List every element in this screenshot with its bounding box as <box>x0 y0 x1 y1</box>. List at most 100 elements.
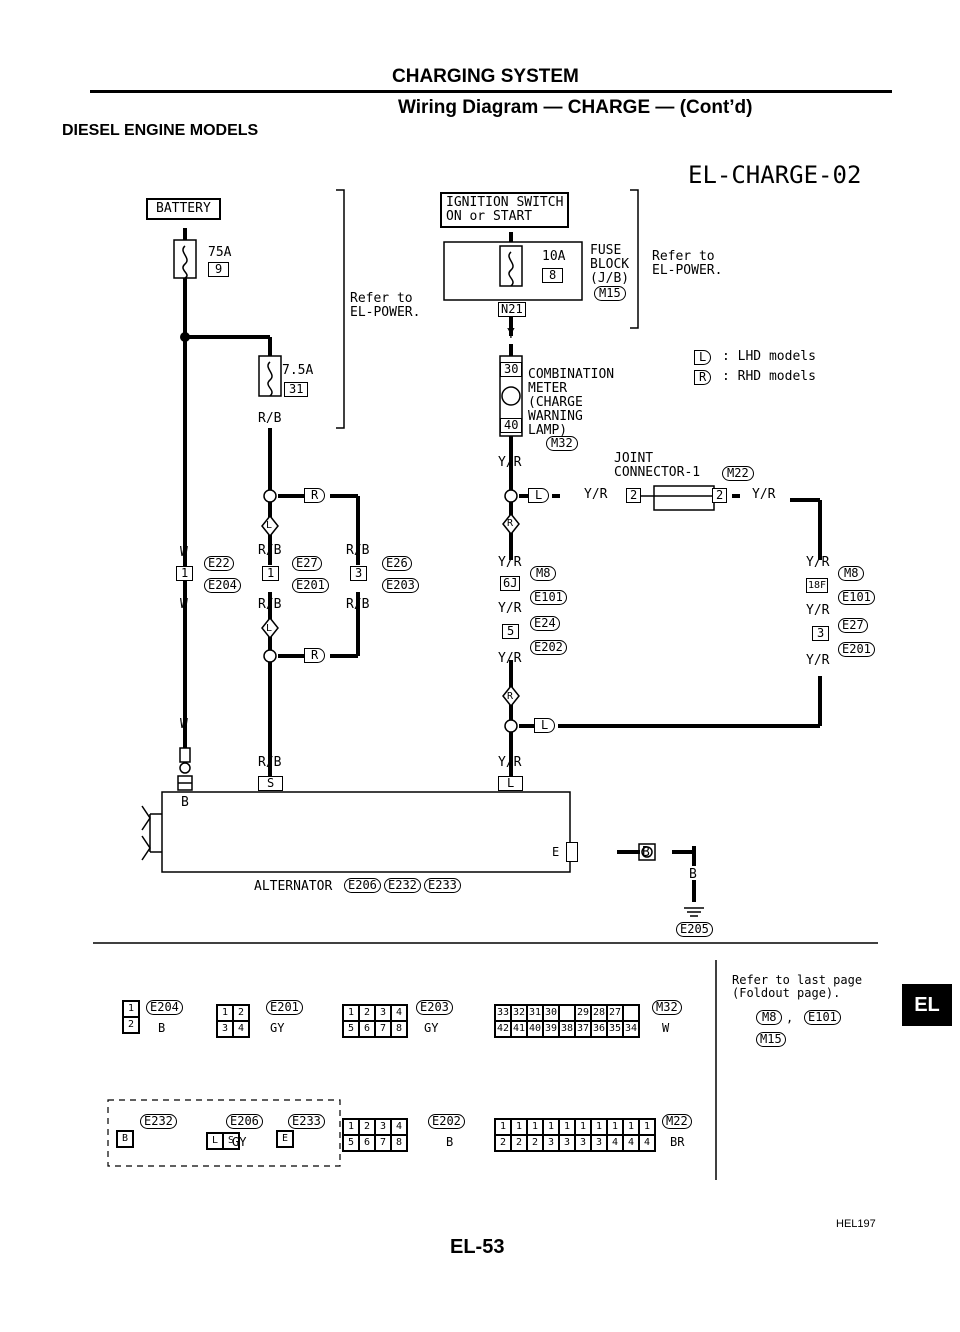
marker-l-1: L <box>266 520 273 531</box>
connector-pin: 40 <box>527 1021 543 1037</box>
connector-pin: 1 <box>591 1119 607 1135</box>
legend-lhd-symbol: L <box>694 350 712 365</box>
connector-pin: 4 <box>639 1135 655 1151</box>
face-m32-color: W <box>662 1021 670 1035</box>
pin-6j: 6J <box>500 576 521 591</box>
alt-conn-e206: E206 <box>344 878 381 893</box>
face-e203-color: GY <box>424 1021 439 1035</box>
conn-e101-b: E101 <box>838 590 875 605</box>
connector-pin: 7 <box>375 1021 391 1037</box>
connector-pin: 8 <box>391 1021 407 1037</box>
conn-e201-b: E201 <box>838 642 875 657</box>
connector-pin: 1 <box>343 1005 359 1021</box>
wire-yr-6: Y/R <box>806 653 830 668</box>
face-grid-e233: E <box>276 1130 294 1148</box>
fuse-block-label: FUSE BLOCK (J/B) <box>590 243 630 286</box>
pin-30: 30 <box>500 362 523 377</box>
wire-rb-1: R/B <box>258 411 282 426</box>
section-title: CHARGING SYSTEM <box>392 66 579 87</box>
footer-refer-note: Refer to last page (Foldout page). <box>732 973 863 1000</box>
pin-5: 5 <box>502 624 520 639</box>
marker-r-2: R <box>304 648 326 663</box>
connector-pin: 37 <box>575 1021 591 1037</box>
joint-pin-2b: 2 <box>712 488 728 503</box>
connector-pin: 1 <box>123 1001 139 1017</box>
wire-yr-5: Y/R <box>806 603 830 618</box>
connector-pin: 27 <box>607 1005 623 1021</box>
wire-yr-joint-out: Y/R <box>752 487 776 502</box>
connector-pin: 2 <box>527 1135 543 1151</box>
wire-rb-2: R/B <box>258 543 282 558</box>
joint-pin-2a: 2 <box>626 488 642 503</box>
connector-pin: S <box>223 1133 239 1149</box>
connector-pin: 2 <box>233 1005 249 1021</box>
connector-pin: 4 <box>233 1021 249 1037</box>
connector-pin: 2 <box>495 1135 511 1151</box>
figure-code: HEL197 <box>836 1218 876 1230</box>
connector-pin: 42 <box>495 1021 511 1037</box>
n21-connector: N21 <box>498 302 526 317</box>
diagram-code: EL-CHARGE-02 <box>688 161 862 189</box>
fuse-block-connector: M15 <box>594 286 626 301</box>
refer-left: Refer to EL-POWER. <box>350 291 421 320</box>
connector-pin: 1 <box>495 1119 511 1135</box>
face-e202: E202 <box>428 1114 465 1129</box>
connector-pin <box>623 1005 639 1021</box>
connector-pin: 34 <box>623 1021 639 1037</box>
battery-box: BATTERY <box>146 198 221 220</box>
header-rule <box>90 90 892 93</box>
face-e233: E233 <box>288 1114 325 1129</box>
wire-yr-4: Y/R <box>806 555 830 570</box>
wire-yr-2: Y/R <box>498 601 522 616</box>
face-e204: E204 <box>146 1000 183 1015</box>
connector-pin: 5 <box>343 1021 359 1037</box>
connector-pin: 1 <box>623 1119 639 1135</box>
connector-pin: 4 <box>607 1135 623 1151</box>
section-tab-el: EL <box>902 984 952 1026</box>
fuse-75a-label: 75A <box>208 245 232 260</box>
conn-e27: E27 <box>292 556 322 571</box>
connector-pin: 4 <box>623 1135 639 1151</box>
wire-yr-alt: Y/R <box>498 755 522 770</box>
connector-pin: 1 <box>559 1119 575 1135</box>
connector-pin: 35 <box>607 1021 623 1037</box>
connector-pin: 36 <box>591 1021 607 1037</box>
connector-pin: B <box>117 1131 133 1147</box>
conn-e22: E22 <box>204 556 234 571</box>
wire-yr-3: Y/R <box>498 651 522 666</box>
conn-e101-a: E101 <box>530 590 567 605</box>
conn-e27-b: E27 <box>838 618 868 633</box>
wire-w-2: W <box>180 597 188 612</box>
connector-pin: 30 <box>543 1005 559 1021</box>
connector-pin: 3 <box>559 1135 575 1151</box>
marker-l-3: L <box>534 718 556 733</box>
connector-pin: 32 <box>511 1005 527 1021</box>
alt-conn-e233: E233 <box>424 878 461 893</box>
ground-connector: E205 <box>676 922 713 937</box>
conn-e24: E24 <box>530 616 560 631</box>
ignition-switch-box: IGNITION SWITCH ON or START <box>440 192 570 228</box>
connector-pin: 1 <box>217 1005 233 1021</box>
connector-pin: 1 <box>639 1119 655 1135</box>
connector-pin: 6 <box>359 1135 375 1151</box>
legend-rhd: : RHD models <box>722 369 816 384</box>
wire-yr-joint-in: Y/R <box>584 487 608 502</box>
pin-40: 40 <box>500 418 523 433</box>
conn-e203: E203 <box>382 578 419 593</box>
footer-ref-e101: E101 <box>804 1010 841 1025</box>
fuse-7-5a-label: 7.5A <box>282 363 314 378</box>
connector-pin: 2 <box>123 1017 139 1033</box>
connector-pin: 6 <box>359 1021 375 1037</box>
connector-pin: 3 <box>591 1135 607 1151</box>
wire-y: Y <box>507 327 515 342</box>
connector-pin: 39 <box>543 1021 559 1037</box>
fuse-10a-label: 10A <box>542 249 566 264</box>
joint-connector-code: M22 <box>722 466 754 481</box>
face-m32: M32 <box>652 1000 682 1015</box>
pin-1-e22: 1 <box>176 566 194 581</box>
connector-pin: 3 <box>543 1135 559 1151</box>
